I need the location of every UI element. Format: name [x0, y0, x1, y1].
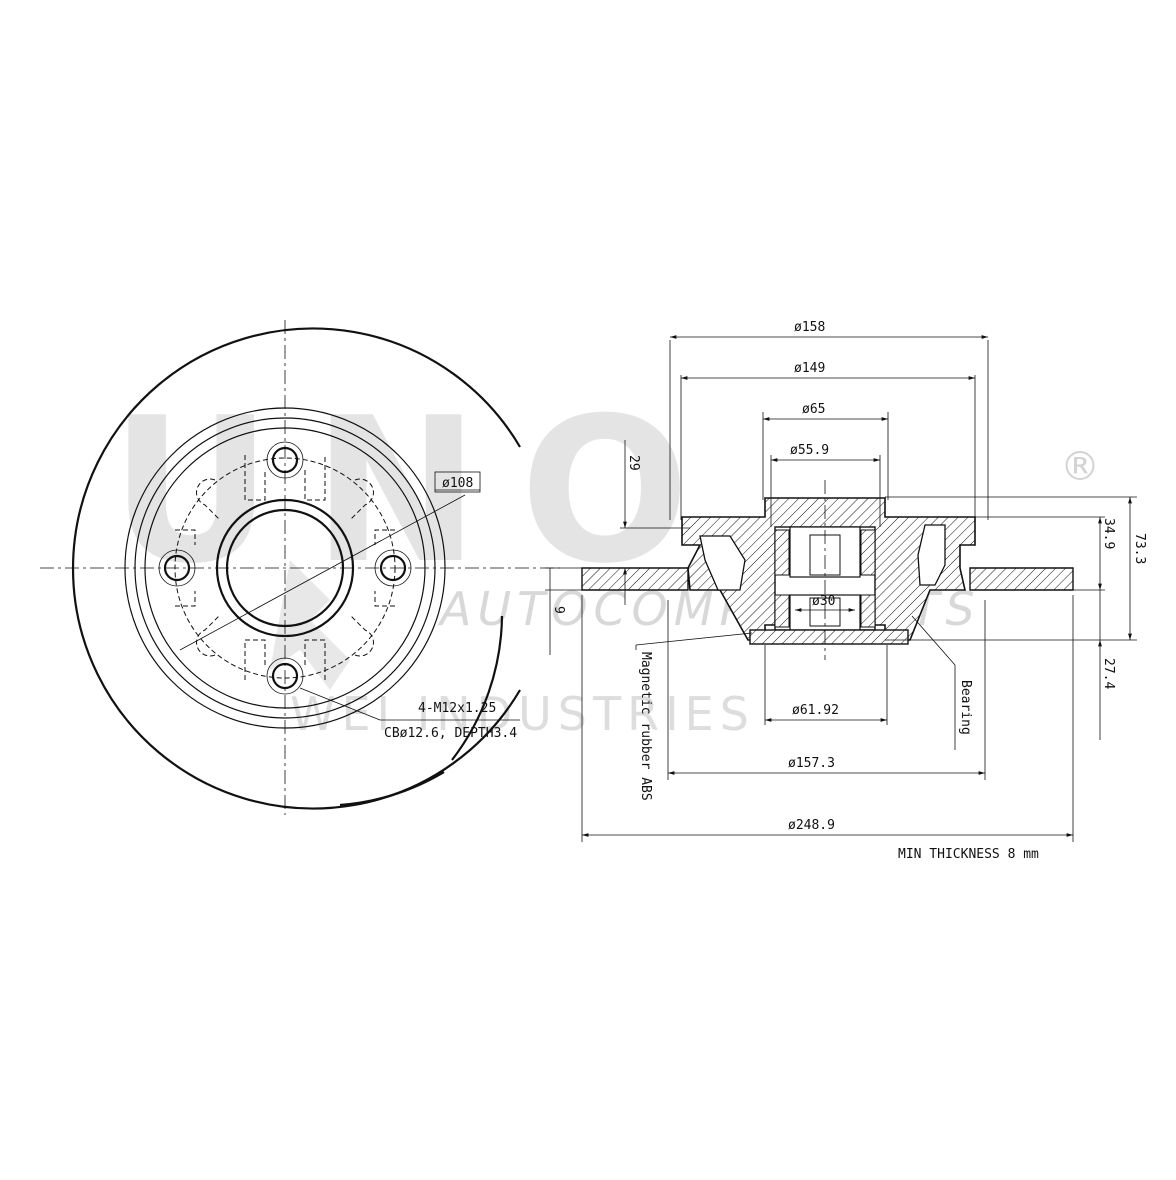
abs-ring: [749, 629, 909, 645]
dim-73-3: 73.3: [1132, 533, 1147, 564]
dim-157-3: ø157.3: [788, 756, 835, 771]
bearing-leader: [911, 615, 956, 666]
watermark-splash-icon: [270, 560, 350, 690]
disc-outer-edge-c: [339, 771, 445, 807]
pcd-label: ø108: [442, 476, 473, 491]
dim-55-9: ø55.9: [790, 443, 829, 458]
dim-248-9: ø248.9: [788, 818, 835, 833]
dim-27-4: 27.4: [1101, 658, 1116, 689]
watermark: UNO ® AUTOCOMPONENTS WEI INDUSTRIES: [110, 375, 1100, 741]
pcd-leader: [179, 494, 466, 651]
watermark-line2: WEI INDUSTRIES: [290, 687, 755, 741]
dim-34-9: 34.9: [1101, 518, 1116, 549]
inner-pocket-left: [699, 535, 746, 591]
dim-65: ø65: [802, 402, 825, 417]
front-view: ø108 4-M12x1.25 CBø12.6, DEPTH3.4: [40, 320, 560, 815]
cb-note: CBø12.6, DEPTH3.4: [384, 726, 517, 741]
hub-pockets: [175, 455, 395, 680]
inner-pocket-right: [917, 524, 946, 586]
pcd-label-box: [434, 471, 481, 493]
bolt-hole-right: [379, 554, 407, 582]
registered-mark: ®: [1060, 444, 1100, 490]
section-view: ø158 ø149 ø65 ø55.9 ø30 ø61.92 ø157.3: [545, 320, 1147, 862]
horizontal-dims: ø158 ø149 ø65 ø55.9 ø30 ø61.92 ø157.3: [581, 320, 1074, 842]
disc-face-left: [581, 567, 689, 591]
abs-callout: Magnetic rubber ABS: [638, 652, 653, 801]
bearing-seal-left-top: [774, 529, 790, 576]
disc-face-right: [969, 567, 1074, 591]
bearing-callout: Bearing: [958, 680, 973, 735]
dim-158: ø158: [794, 320, 825, 335]
dim-9: 9: [551, 606, 566, 614]
dim-149: ø149: [794, 361, 825, 376]
bolt-note: 4-M12x1.25: [418, 701, 496, 716]
dim-29: 29: [626, 455, 641, 471]
dim-61-92: ø61.92: [792, 703, 839, 718]
dim-30: ø30: [812, 594, 835, 609]
abs-leader: [635, 632, 753, 646]
bolt-note-leader: [299, 687, 381, 721]
bearing-seal-right-bot: [860, 594, 876, 628]
bearing-seal-right-top: [860, 529, 876, 576]
bearing-seal-left-bot: [774, 594, 790, 628]
vertical-dims: 29 9 34.9 73.3 27.4: [545, 440, 1147, 740]
min-thickness-note: MIN THICKNESS 8 mm: [898, 847, 1039, 862]
disc-outer-edge-b: [451, 615, 504, 761]
